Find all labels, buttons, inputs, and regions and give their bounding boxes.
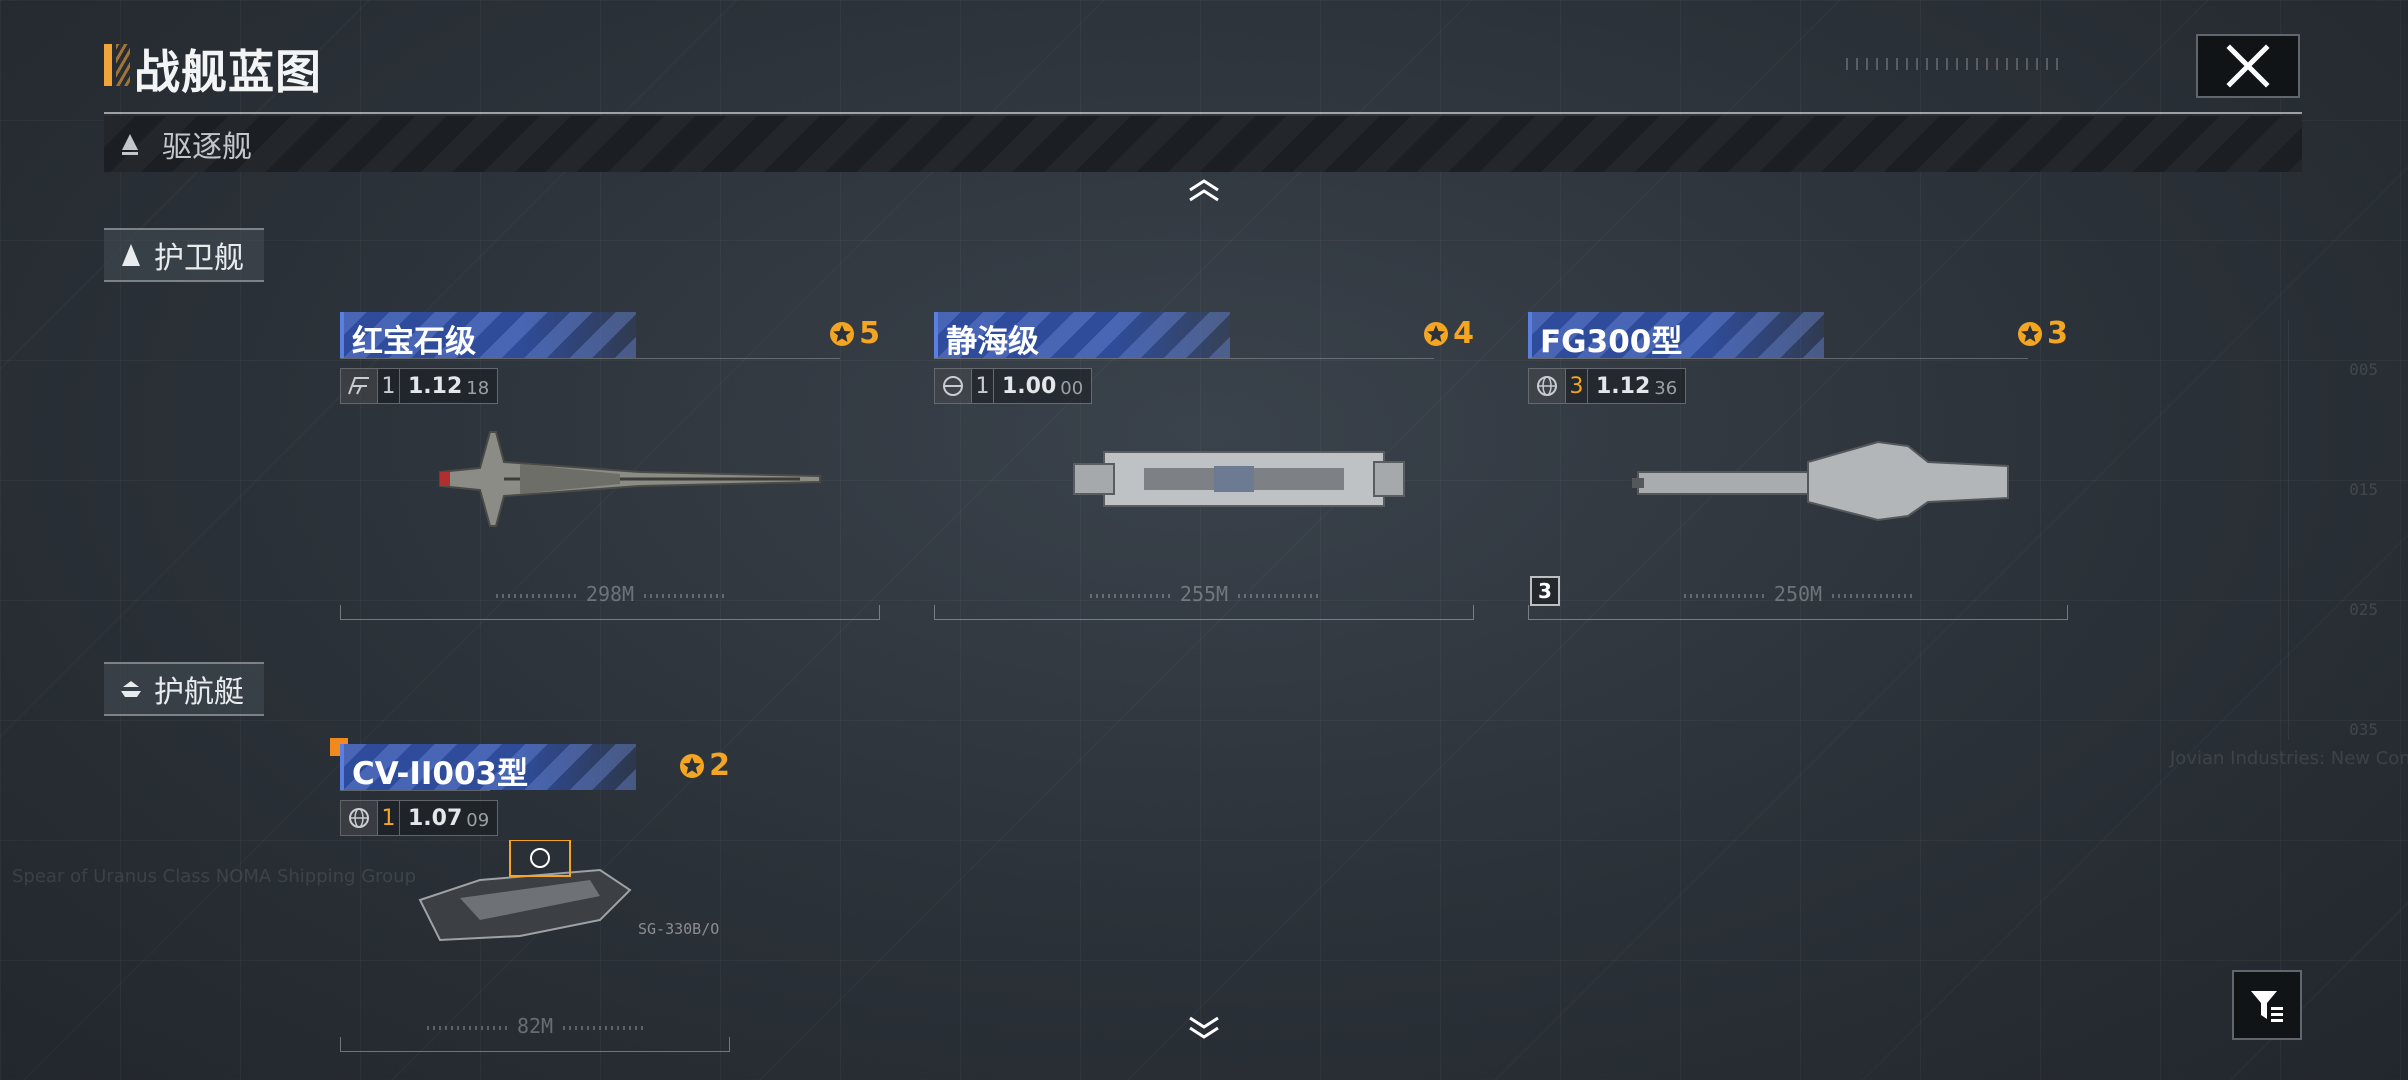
section-label-frigate[interactable]: 护卫舰: [104, 228, 264, 282]
divider: [340, 358, 840, 359]
section-label-text: 护卫舰: [154, 241, 244, 276]
rarity-badge: 4: [1422, 316, 1474, 351]
ship-level: 1: [377, 801, 399, 835]
close-button[interactable]: [2196, 34, 2300, 98]
scroll-down-button[interactable]: [1184, 1012, 1224, 1042]
ship-level: 3: [1565, 369, 1587, 403]
title-accent-bar: [104, 44, 112, 86]
star-emblem-icon: [2018, 321, 2043, 346]
stat-main: 1.00: [1002, 374, 1057, 399]
stat-main: 1.07: [408, 806, 463, 831]
rarity-value: 4: [1453, 316, 1474, 351]
faction-icon: [935, 369, 971, 403]
filter-button[interactable]: [2232, 970, 2302, 1040]
ship-name-bar: [934, 312, 1230, 358]
divider: [934, 358, 1434, 359]
ship-name: CV-II003型: [352, 756, 529, 792]
ship-length: 82M: [340, 1014, 730, 1038]
stat-sub: 36: [1654, 378, 1678, 399]
triangle-icon: [120, 130, 140, 158]
ship-level: 1: [971, 369, 993, 403]
stat-sub: 00: [1060, 378, 1084, 399]
page-title: 战舰蓝图: [134, 45, 322, 99]
rarity-value: 3: [2047, 316, 2068, 351]
ship-name-bar: [340, 312, 636, 358]
rarity-badge: 2: [678, 748, 730, 783]
ship-name: FG300型: [1540, 324, 1683, 360]
category-label: 驱逐舰: [162, 130, 252, 165]
rarity-value: 5: [859, 316, 880, 351]
scroll-up-button[interactable]: [1184, 176, 1224, 206]
ship-image: [439, 431, 821, 527]
stat-main: 1.12: [408, 374, 463, 399]
title-accent-stripes: [116, 44, 130, 86]
scale-baseline: [934, 605, 1474, 620]
ship-image: [1073, 451, 1405, 507]
background-watermark: Jovian Industries: New Construction: [2170, 748, 2408, 769]
faction-icon: [341, 369, 377, 403]
ship-image: [1632, 440, 2009, 522]
section-label-text: 护航艇: [154, 675, 244, 710]
chevron-down-icon: [1189, 1016, 1219, 1039]
chevron-up-icon: [1189, 179, 1219, 202]
globe-icon: [341, 801, 377, 835]
ship-length: 250M: [1528, 582, 2068, 606]
stat-sub: 18: [466, 378, 490, 399]
boat-icon: [116, 679, 146, 699]
stat-main: 1.12: [1596, 374, 1651, 399]
decorative-ticks: [1846, 58, 2066, 70]
category-bar-destroyer[interactable]: 驱逐舰: [104, 116, 2302, 172]
scale-baseline: [1528, 605, 2068, 620]
scale-baseline: [340, 1037, 730, 1052]
star-emblem-icon: [680, 753, 705, 778]
close-icon: [2226, 44, 2270, 88]
section-label-escort[interactable]: 护航艇: [104, 662, 264, 716]
ship-name-bar: [1528, 312, 1824, 358]
rarity-value: 2: [709, 748, 730, 783]
ship-name: 红宝石级: [352, 324, 476, 360]
stat-sub: 09: [466, 810, 490, 831]
divider: [340, 790, 490, 791]
globe-icon: [1529, 369, 1565, 403]
ship-length: 298M: [340, 582, 880, 606]
ship-name: 静海级: [946, 324, 1039, 360]
ship-name-bar: [340, 744, 636, 790]
part-tag: SG-330B/O: [638, 920, 720, 938]
star-emblem-icon: [830, 321, 855, 346]
ship-length: 255M: [934, 582, 1474, 606]
rarity-badge: 3: [2016, 316, 2068, 351]
filter-icon: [2251, 991, 2283, 1022]
ship-level: 1: [377, 369, 399, 403]
header-divider: [104, 112, 2302, 114]
rarity-badge: 5: [828, 316, 880, 351]
ship-image: [418, 840, 632, 942]
divider: [1528, 358, 2028, 359]
background-watermark: Spear of Uranus Class NOMA Shipping Grou…: [12, 866, 416, 887]
star-emblem-icon: [1424, 321, 1449, 346]
triangle-icon: [116, 242, 146, 268]
scale-baseline: [340, 605, 880, 620]
